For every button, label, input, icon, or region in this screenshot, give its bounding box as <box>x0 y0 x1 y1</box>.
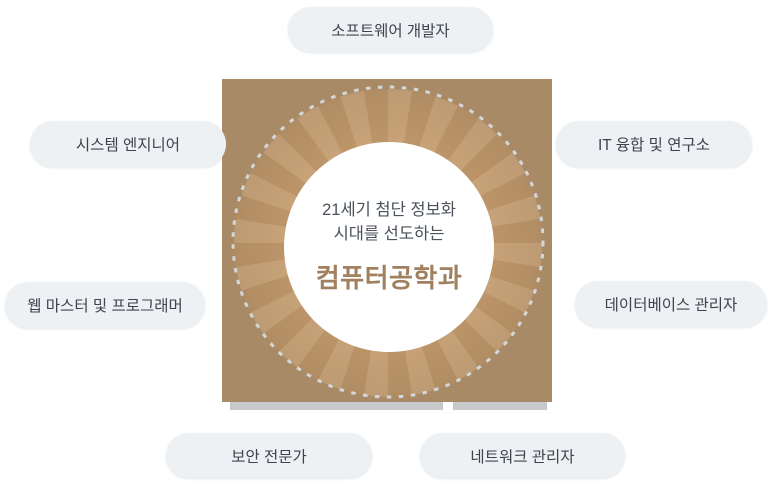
career-pill-security-expert: 보안 전문가 <box>166 433 372 478</box>
career-pill-webmaster-programmer: 웹 마스터 및 프로그래머 <box>5 282 205 328</box>
subtitle-line1: 21세기 첨단 정보화 <box>322 200 456 219</box>
center-subtitle: 21세기 첨단 정보화 시대를 선도하는 <box>322 199 456 247</box>
career-pill-network-admin: 네트워크 관리자 <box>420 433 625 478</box>
center-circle: 21세기 첨단 정보화 시대를 선도하는 컴퓨터공학과 <box>284 142 494 352</box>
career-pill-software-developer: 소프트웨어 개발자 <box>288 7 493 52</box>
career-pill-database-admin: 데이터베이스 관리자 <box>575 281 767 327</box>
subtitle-line2: 시대를 선도하는 <box>333 224 445 243</box>
dashed-circle <box>231 85 545 399</box>
reflection-bar-left <box>230 402 443 410</box>
career-pill-it-research: IT 융합 및 연구소 <box>556 121 752 167</box>
reflection-bar-right <box>453 402 547 410</box>
center-square: 21세기 첨단 정보화 시대를 선도하는 컴퓨터공학과 <box>222 79 552 402</box>
career-pill-system-engineer: 시스템 엔지니어 <box>30 121 226 167</box>
department-title: 컴퓨터공학과 <box>315 263 463 294</box>
